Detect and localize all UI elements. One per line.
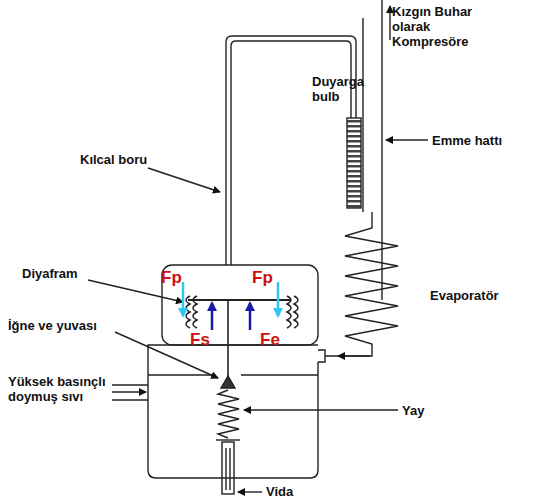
- part-label: Vida: [266, 484, 316, 499]
- part-label: Kılcal boru: [80, 152, 170, 167]
- force-label: Fs: [190, 330, 220, 349]
- force-label: Fp: [161, 268, 191, 287]
- force-label: Fp: [252, 268, 282, 287]
- heading-label: Kızgın Buhar olarak Kompresöre: [392, 4, 497, 49]
- part-label: Duyarga bulb: [312, 74, 374, 104]
- force-label: Fe: [260, 330, 290, 349]
- part-label: Emme hattı: [432, 133, 522, 148]
- part-label: İğne ve yuvası: [8, 318, 128, 333]
- part-label: Yay: [402, 403, 442, 418]
- part-label: Diyafram: [22, 266, 102, 281]
- part-label: Yüksek basınçlı doymuş sıvı: [8, 374, 112, 404]
- part-label: Evaporatör: [430, 288, 525, 303]
